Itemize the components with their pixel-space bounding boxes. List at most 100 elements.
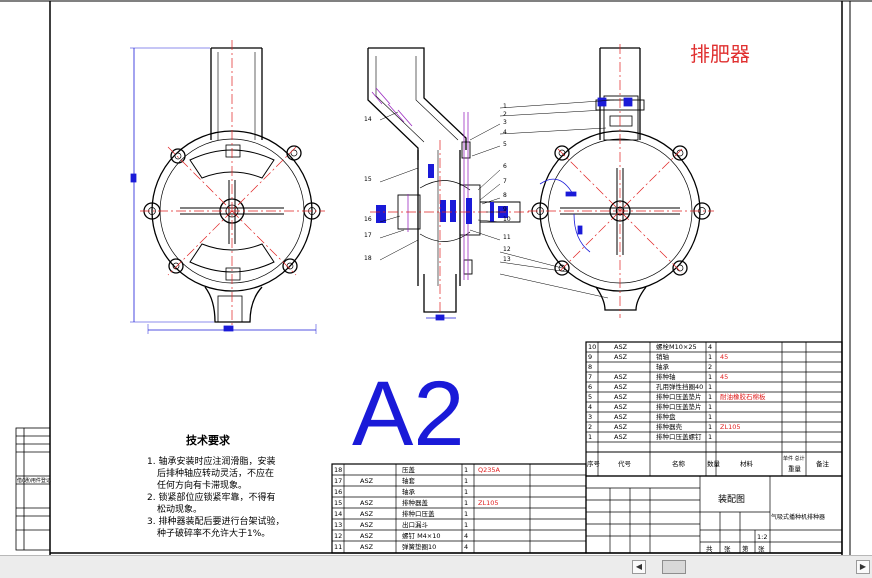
callout-number: 3 (503, 119, 507, 126)
table-cell-name: 排种口压盖螺钉 (656, 433, 702, 441)
sheet-frame (0, 0, 872, 555)
callout-number: 16 (364, 216, 372, 223)
header-weight: 单件 总计 (783, 456, 805, 462)
callout-number: 10 (503, 216, 511, 223)
table-cell-mat: ZL105 (720, 423, 741, 431)
table-cell-std: ASZ (360, 543, 374, 551)
table-cell-name: 排种口压盖垫片 (656, 403, 702, 411)
sheet-size-label: A2 (352, 363, 465, 465)
table-cell-mat: Q235A (478, 466, 500, 474)
tech-note-line: 任何方向有卡滞现象。 (157, 481, 248, 491)
table-cell-std: ASZ (360, 477, 374, 485)
table-cell-mat: 45 (720, 373, 729, 381)
callout-number: 15 (364, 176, 372, 183)
table-cell-no: 13 (334, 521, 343, 529)
table-cell-std: ASZ (614, 353, 628, 361)
title-block-grid (585, 475, 843, 554)
section-view-dimensions (426, 314, 456, 321)
scroll-right-arrow-icon[interactable]: ▶ (856, 560, 870, 574)
table-cell-name: 螺栓M10×25 (656, 343, 697, 351)
table-cell-no: 16 (334, 488, 343, 496)
table-cell-no: 1 (588, 433, 593, 441)
callout-number: 18 (364, 255, 372, 262)
callout-number: 17 (364, 232, 372, 239)
callout-number: 5 (503, 141, 507, 148)
title-block-sheet-no-unit: 张 (758, 545, 765, 553)
callout-number: 7 (503, 178, 507, 185)
table-cell-qty: 1 (708, 383, 713, 391)
table-cell-qty: 1 (464, 488, 469, 496)
callout-number: 13 (503, 256, 511, 263)
table-cell-name: 轴承 (402, 488, 415, 496)
table-cell-std: ASZ (614, 423, 628, 431)
table-cell-name: 轴套 (402, 477, 415, 485)
table-cell-std: ASZ (614, 413, 628, 421)
title-block-sheet-no: 第 (742, 545, 749, 553)
table-cell-std: ASZ (614, 373, 628, 381)
scrollbar-thumb[interactable] (662, 560, 686, 574)
front-view-centerlines (140, 40, 325, 330)
callout-number: 8 (503, 192, 507, 199)
table-cell-mat: ZL105 (478, 499, 499, 507)
table-cell-name: 螺钉 M4×10 (402, 532, 441, 540)
drawing-title: 排肥器 (690, 42, 750, 66)
table-cell-no: 6 (588, 383, 593, 391)
table-cell-qty: 1 (464, 477, 469, 485)
leader-lines (379, 99, 615, 299)
section-view (367, 47, 521, 313)
header-name: 名称 (672, 460, 685, 468)
tech-note-line: 后排种轴应转动灵活，不应在 (157, 469, 275, 479)
table-cell-name: 销轴 (656, 353, 669, 361)
table-cell-no: 12 (334, 532, 343, 540)
table-cell-qty: 1 (464, 466, 469, 474)
table-cell-qty: 1 (464, 521, 469, 529)
table-cell-no: 7 (588, 373, 593, 381)
table-cell-qty: 1 (708, 353, 713, 361)
table-cell-no: 11 (334, 543, 343, 551)
left-strip-label: 借(通)用件登记 (17, 478, 51, 484)
table-cell-name: 排种器盖 (402, 499, 428, 507)
front-view-dimensions (130, 47, 317, 334)
scroll-left-arrow-icon[interactable]: ◀ (632, 560, 646, 574)
table-cell-qty: 4 (464, 532, 469, 540)
table-cell-std: ASZ (614, 433, 628, 441)
table-cell-qty: 4 (708, 343, 713, 351)
table-cell-no: 3 (588, 413, 593, 421)
table-cell-qty: 1 (708, 393, 713, 401)
callout-number: 9 (503, 206, 507, 213)
table-cell-qty: 2 (708, 363, 713, 371)
header-qty: 数量 (707, 460, 720, 468)
table-cell-no: 10 (588, 343, 597, 351)
table-cell-qty: 1 (464, 510, 469, 518)
table-cell-qty: 1 (708, 423, 713, 431)
header-no: 序号 (587, 460, 600, 468)
callout-number: 2 (503, 111, 507, 118)
table-cell-no: 4 (588, 403, 593, 411)
table-cell-std: ASZ (614, 383, 628, 391)
rear-view-dimensions (539, 97, 633, 253)
table-cell-std: ASZ (360, 532, 374, 540)
table-cell-name: 轴承 (656, 363, 669, 371)
table-cell-std: ASZ (360, 510, 374, 518)
table-cell-qty: 1 (464, 499, 469, 507)
table-cell-name: 孔用弹性挡圈40 (656, 383, 704, 391)
tech-note-line: 2. 锁紧部位应锁紧牢靠，不得有 (147, 493, 276, 503)
table-cell-std: ASZ (360, 521, 374, 529)
table-cell-no: 14 (334, 510, 343, 518)
table-cell-qty: 1 (708, 433, 713, 441)
table-cell-qty: 4 (464, 543, 469, 551)
tech-note-line: 松动现象。 (157, 505, 203, 515)
section-view-centerlines (370, 140, 530, 320)
table-cell-std: ASZ (614, 403, 628, 411)
tech-requirements-notes: 1. 轴承安装时应注润滑脂，安装 后排种轴应转动灵活，不应在 任何方向有卡滞现象… (147, 456, 325, 540)
horizontal-scrollbar[interactable]: ◀ ▶ (0, 555, 872, 578)
table-cell-std: ASZ (614, 343, 628, 351)
tech-note-line: 1. 轴承安装时应注润滑脂，安装 (147, 457, 276, 467)
rear-view-centerlines (528, 44, 714, 318)
table-cell-no: 8 (588, 363, 593, 371)
callout-number: 14 (364, 116, 372, 123)
title-block-drawing-name: 装配图 (718, 495, 746, 505)
title-block-scale: 1:2 (757, 533, 768, 541)
table-cell-qty: 1 (708, 373, 713, 381)
